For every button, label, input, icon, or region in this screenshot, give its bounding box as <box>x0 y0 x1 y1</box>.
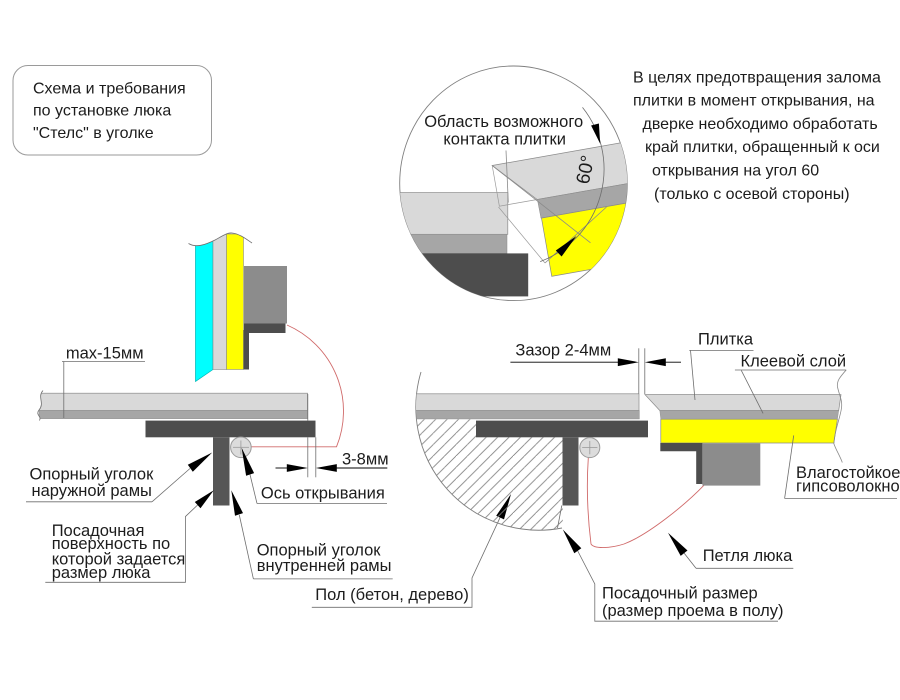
svg-text:Влагостойкое: Влагостойкое <box>796 464 900 482</box>
svg-text:поверхность по: поверхность по <box>52 535 171 553</box>
svg-text:наружной рамы: наружной рамы <box>32 482 152 500</box>
svg-text:размер люка: размер люка <box>52 564 152 582</box>
svg-text:В целях предотвращения залома: В целях предотвращения залома <box>633 70 881 87</box>
svg-text:внутренней рамы: внутренней рамы <box>257 557 392 575</box>
svg-text:"Стелс" в уголке: "Стелс" в уголке <box>33 125 154 142</box>
svg-text:дверке необходимо обработать: дверке необходимо обработать <box>643 116 878 133</box>
svg-text:Опорный уголок: Опорный уголок <box>30 465 155 483</box>
svg-text:Плитка: Плитка <box>698 331 754 349</box>
svg-text:Посадочный размер: Посадочный размер <box>602 585 758 603</box>
svg-text:Пол (бетон, дерево): Пол (бетон, дерево) <box>315 586 469 604</box>
svg-text:Посадочная: Посадочная <box>52 522 145 540</box>
svg-text:гипсоволокно: гипсоволокно <box>796 478 900 496</box>
svg-text:Клеевой слой: Клеевой слой <box>741 352 847 370</box>
svg-text:которой задается: которой задается <box>52 551 186 569</box>
svg-text:Область возможного: Область возможного <box>424 113 583 131</box>
svg-text:(только с осевой стороны): (только с осевой стороны) <box>654 186 850 203</box>
svg-text:Опорный уголок: Опорный уголок <box>257 542 382 560</box>
svg-text:по установке люка: по установке люка <box>33 103 171 120</box>
svg-text:Зазор 2-4мм: Зазор 2-4мм <box>515 342 611 360</box>
svg-text:плитки в момент открывания, на: плитки в момент открывания, на <box>633 93 875 110</box>
svg-text:Петля люка: Петля люка <box>703 547 793 565</box>
svg-text:край плитки, обращенный к оси: край плитки, обращенный к оси <box>645 139 880 156</box>
svg-text:(размер проема в полу): (размер проема в полу) <box>602 602 784 620</box>
svg-text:Схема и требования: Схема и требования <box>33 81 186 98</box>
svg-text:max-15мм: max-15мм <box>66 345 144 363</box>
svg-text:открывания на угол 60: открывания на угол 60 <box>652 163 819 180</box>
svg-text:контакта плитки: контакта плитки <box>443 131 566 149</box>
svg-text:Ось открывания: Ось открывания <box>261 485 385 503</box>
svg-text:3-8мм: 3-8мм <box>342 450 389 468</box>
